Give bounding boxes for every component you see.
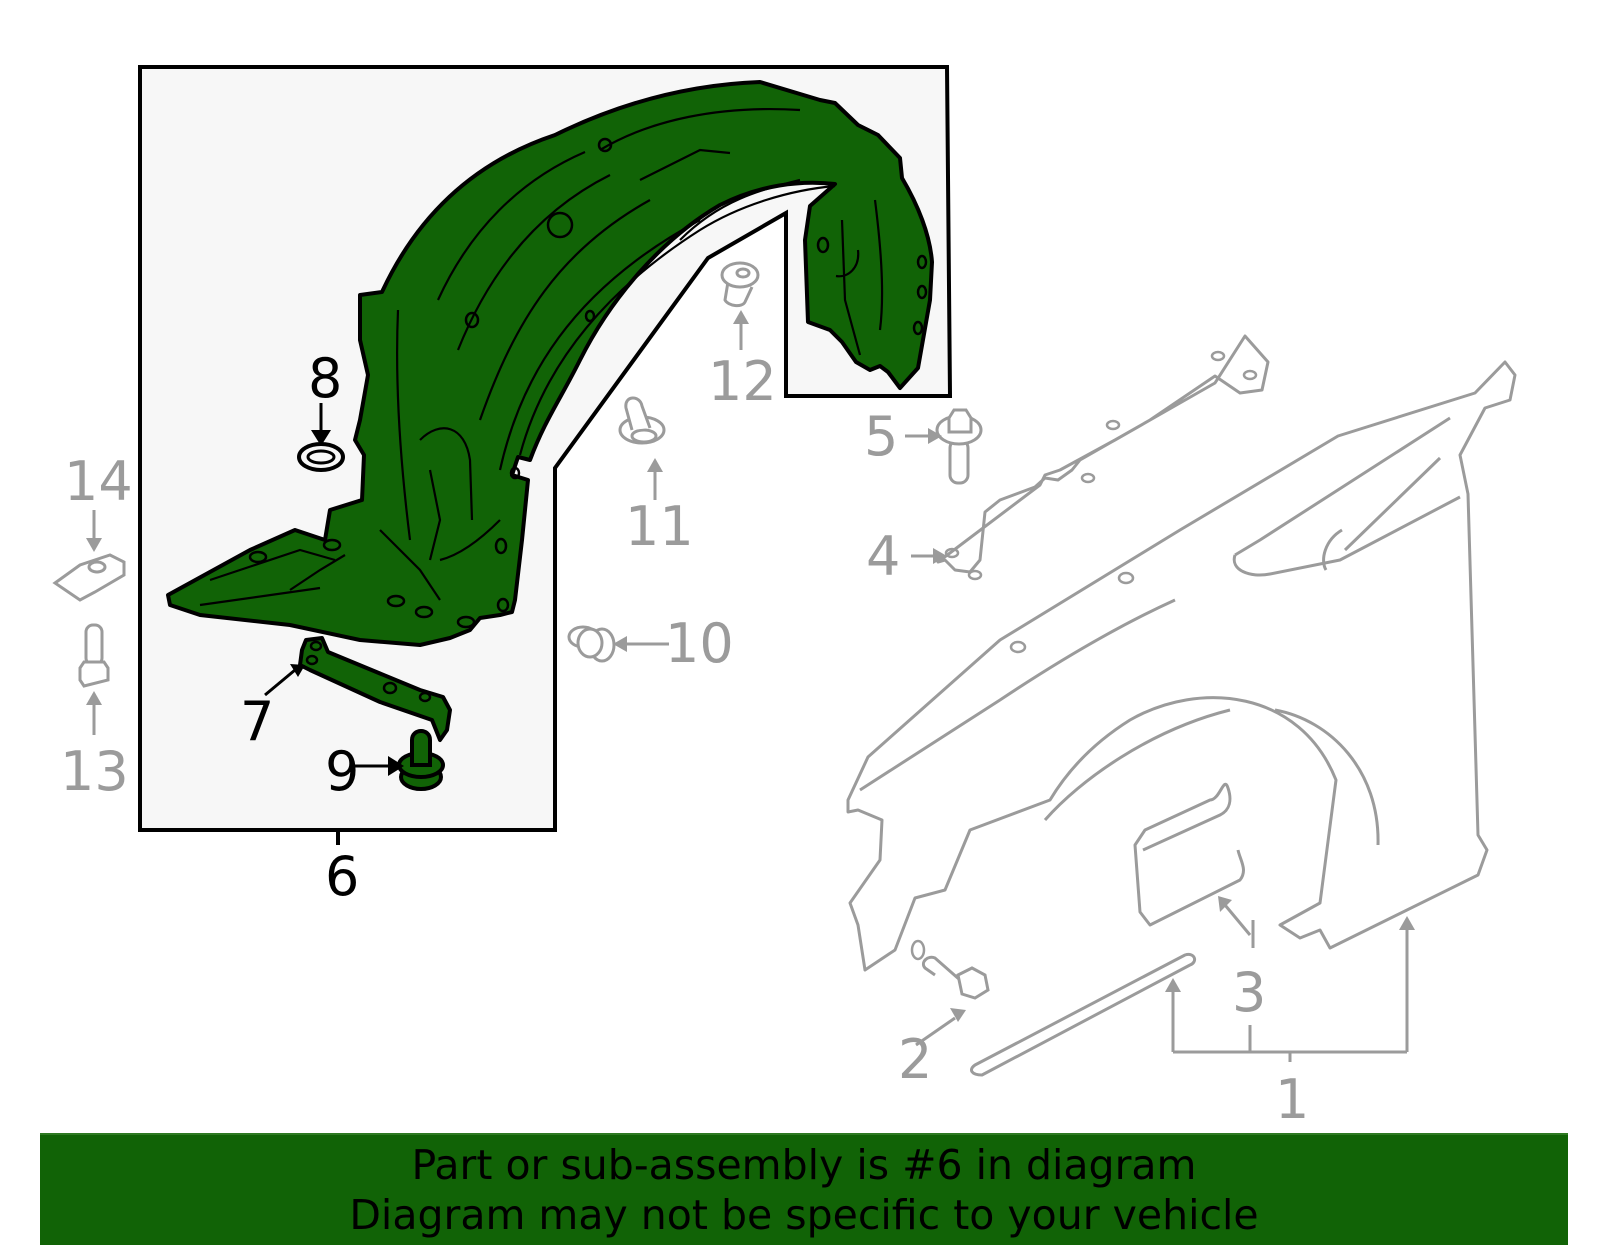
callout-9[interactable]: 9 — [325, 740, 359, 803]
callout-3[interactable]: 3 — [1232, 961, 1266, 1024]
clip-part-9[interactable] — [397, 729, 445, 791]
nut-part-12[interactable] — [720, 261, 760, 308]
grommet-part-8[interactable] — [297, 442, 345, 472]
callout-8[interactable]: 8 — [308, 347, 342, 410]
callout-7[interactable]: 7 — [240, 690, 274, 753]
arrow-icons — [86, 310, 1415, 1022]
arrow-icon — [290, 664, 305, 677]
banner-line-1: Part or sub-assembly is #6 in diagram — [411, 1141, 1197, 1189]
arrow-icon — [388, 756, 404, 776]
arrow-icon — [311, 430, 331, 446]
clip-nut-part-14[interactable] — [52, 553, 126, 602]
info-banner: Part or sub-assembly is #6 in diagram Di… — [40, 1133, 1568, 1245]
clip-part-11[interactable] — [618, 396, 666, 445]
callout-1[interactable]: 1 — [1275, 1068, 1309, 1131]
callout-5[interactable]: 5 — [864, 405, 898, 468]
banner-line-2: Diagram may not be specific to your vehi… — [349, 1191, 1259, 1239]
callout-14[interactable]: 14 — [64, 450, 133, 513]
bolt-part-5[interactable] — [935, 408, 983, 485]
callout-10[interactable]: 10 — [665, 612, 734, 675]
bolt-part-2[interactable] — [921, 955, 990, 1000]
clip-part-10[interactable] — [567, 625, 616, 663]
assembly-6-box — [138, 65, 953, 832]
callout-2[interactable]: 2 — [898, 1028, 932, 1091]
fender-bracket-part-4[interactable] — [936, 334, 1270, 574]
fender-liner-part[interactable] — [166, 80, 934, 647]
bracket-part-7[interactable] — [298, 636, 452, 742]
callout-4[interactable]: 4 — [866, 525, 900, 588]
callout-11[interactable]: 11 — [625, 495, 694, 558]
callout-13[interactable]: 13 — [60, 740, 129, 803]
callout-6[interactable]: 6 — [325, 845, 359, 908]
fender-panel-part-1[interactable] — [846, 360, 1517, 1077]
callout-12[interactable]: 12 — [708, 350, 777, 413]
bolt-part-13[interactable] — [78, 623, 110, 688]
